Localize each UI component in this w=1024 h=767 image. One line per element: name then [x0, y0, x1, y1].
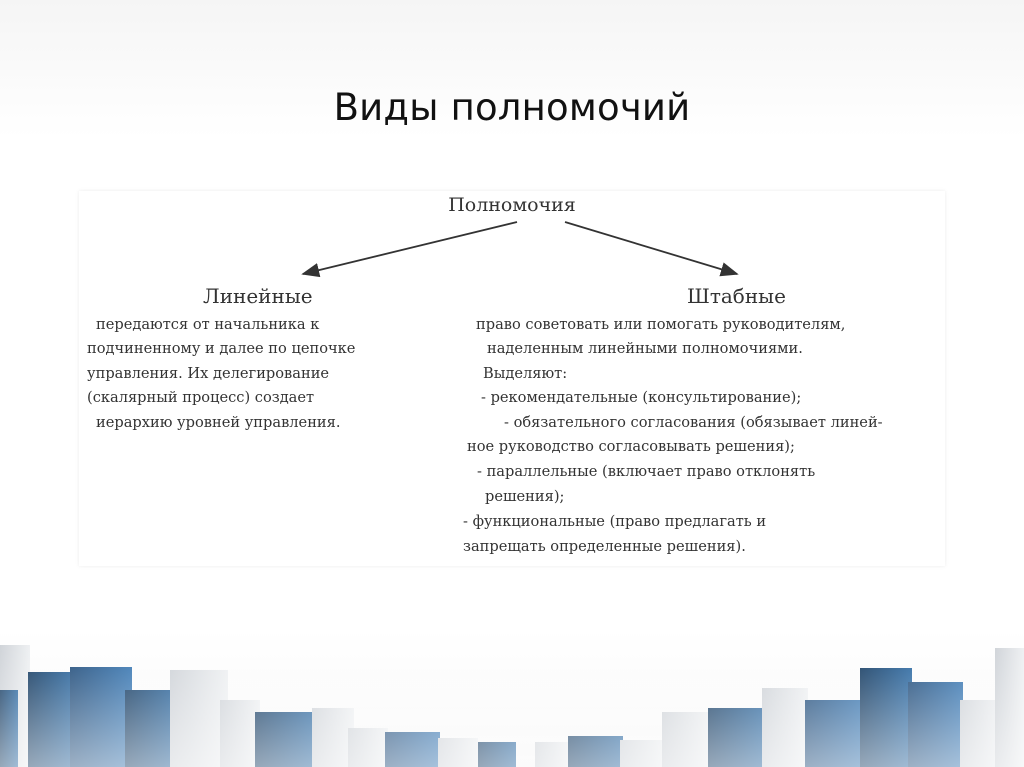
staff-text-line: запрещать определенные решения). [463, 538, 746, 555]
staff-heading: Штабные [687, 284, 786, 308]
linear-text-line: управления. Их делегирование [87, 365, 330, 382]
staff-text-line: наделенным линейными полномочиями. [487, 340, 803, 357]
linear-text-line: передаются от начальника к [96, 316, 320, 333]
arrow-to-staff [564, 221, 739, 277]
arrow-to-linear [301, 221, 518, 278]
staff-text-line: решения); [485, 488, 565, 505]
linear-text-line: иерархию уровней управления. [96, 414, 341, 431]
staff-text-line: - обязательного согласования (обязывает … [504, 414, 883, 431]
linear-heading: Линейные [203, 284, 313, 308]
linear-text-line: подчиненному и далее по цепочке [87, 340, 356, 357]
staff-text-line: право советовать или помогать руководите… [476, 316, 846, 333]
staff-text-line: Выделяют: [483, 365, 568, 382]
staff-text-line: ное руководство согласовывать решения); [467, 438, 795, 455]
linear-text-line: (скалярный процесс) создает [87, 389, 315, 406]
staff-text-line: - рекомендательные (консультирование); [481, 389, 802, 406]
authority-diagram: Полномочия Линейные Штабные передаются о… [79, 191, 945, 566]
diagram-arrows [301, 221, 739, 278]
staff-text-line: - параллельные (включает право отклонять [477, 463, 816, 480]
root-node-authority: Полномочия [448, 194, 576, 216]
staff-text-line: - функциональные (право предлагать и [463, 513, 767, 530]
slide-title: Виды полномочий [333, 86, 691, 129]
